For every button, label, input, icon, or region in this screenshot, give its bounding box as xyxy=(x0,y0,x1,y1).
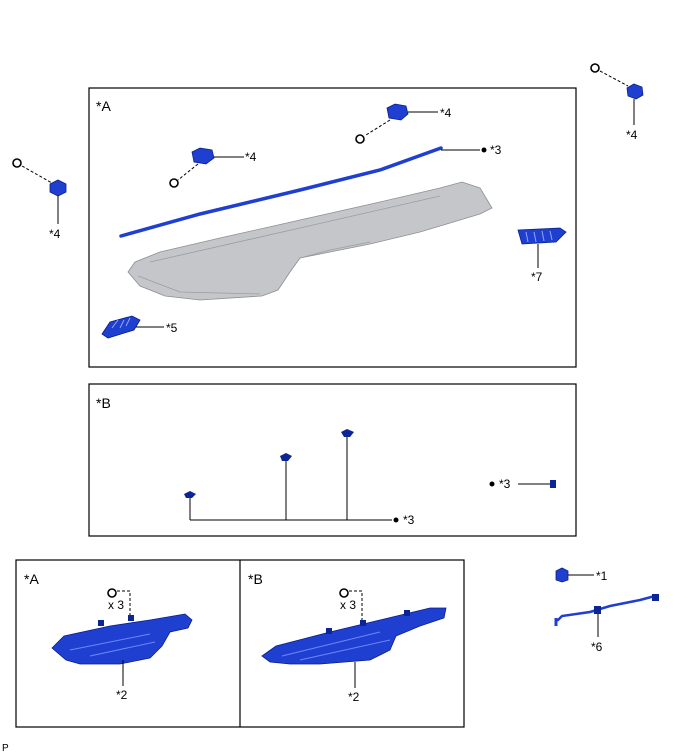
screw-upper-right-inner xyxy=(355,134,365,144)
dash-c4-upper-right-in xyxy=(365,119,391,136)
callout-c7: *7 xyxy=(531,270,543,284)
panel-a-frame xyxy=(88,87,577,368)
callout-c3-top: *3 xyxy=(490,143,502,157)
panel-b-frame xyxy=(88,383,577,537)
screw-bottom-a xyxy=(107,588,117,598)
callout-c4-upper-mid: *4 xyxy=(245,150,257,164)
screw-far-left xyxy=(12,158,22,168)
dot-c3-mid-bottom xyxy=(393,517,399,523)
clip-far-left xyxy=(49,179,67,197)
dash-c4-far-right xyxy=(599,70,629,87)
dash-c4-upper-mid xyxy=(177,163,199,181)
dash-bottom-b xyxy=(349,590,363,622)
callout-c2-a: *2 xyxy=(116,688,128,702)
bracket-b xyxy=(261,607,447,665)
dash-bottom-a xyxy=(117,590,131,622)
callout-c3-mid-bottom: *3 xyxy=(403,513,415,527)
bracket-a xyxy=(51,613,193,665)
small-clip-far-right xyxy=(550,480,556,488)
x3-bottom-a: x 3 xyxy=(108,598,124,612)
small-clip-mid xyxy=(280,453,292,461)
clip-upper-mid xyxy=(191,147,215,165)
callout-c2-b: *2 xyxy=(348,690,360,704)
panel-b-label: *B xyxy=(96,395,111,411)
dash-c4-far-left xyxy=(21,165,53,184)
callout-c4-left: *4 xyxy=(49,227,61,241)
panel-a-label: *A xyxy=(96,98,111,114)
callout-c4-upper-right-in: *4 xyxy=(440,106,452,120)
garnish-strip xyxy=(119,146,443,238)
clip-upper-right-inner xyxy=(386,103,409,121)
callout-c3-mid-right: *3 xyxy=(499,477,511,491)
bottom-b-label: *B xyxy=(248,571,263,587)
callout-c5: *5 xyxy=(166,321,178,335)
vent-right xyxy=(517,227,567,245)
vent-left xyxy=(101,315,141,339)
connector-part-1 xyxy=(555,567,569,583)
corner-code: P xyxy=(2,743,9,754)
callout-c1: *1 xyxy=(596,569,608,583)
small-clip-right xyxy=(341,429,354,437)
screw-bottom-b xyxy=(339,588,349,598)
bottom-a-label: *A xyxy=(24,571,39,587)
dot-c3-top xyxy=(481,147,487,153)
clip-far-right xyxy=(626,83,644,100)
x3-bottom-b: x 3 xyxy=(340,598,356,612)
dot-c3-mid-right xyxy=(489,481,495,487)
callout-c4-far-right: *4 xyxy=(626,128,638,142)
screw-upper-mid xyxy=(169,178,179,188)
screw-far-right xyxy=(590,63,600,73)
wire-harness-part-6 xyxy=(554,594,659,626)
callout-c6: *6 xyxy=(591,640,603,654)
instrument-panel-body xyxy=(127,181,493,301)
small-clip-left xyxy=(184,491,196,498)
